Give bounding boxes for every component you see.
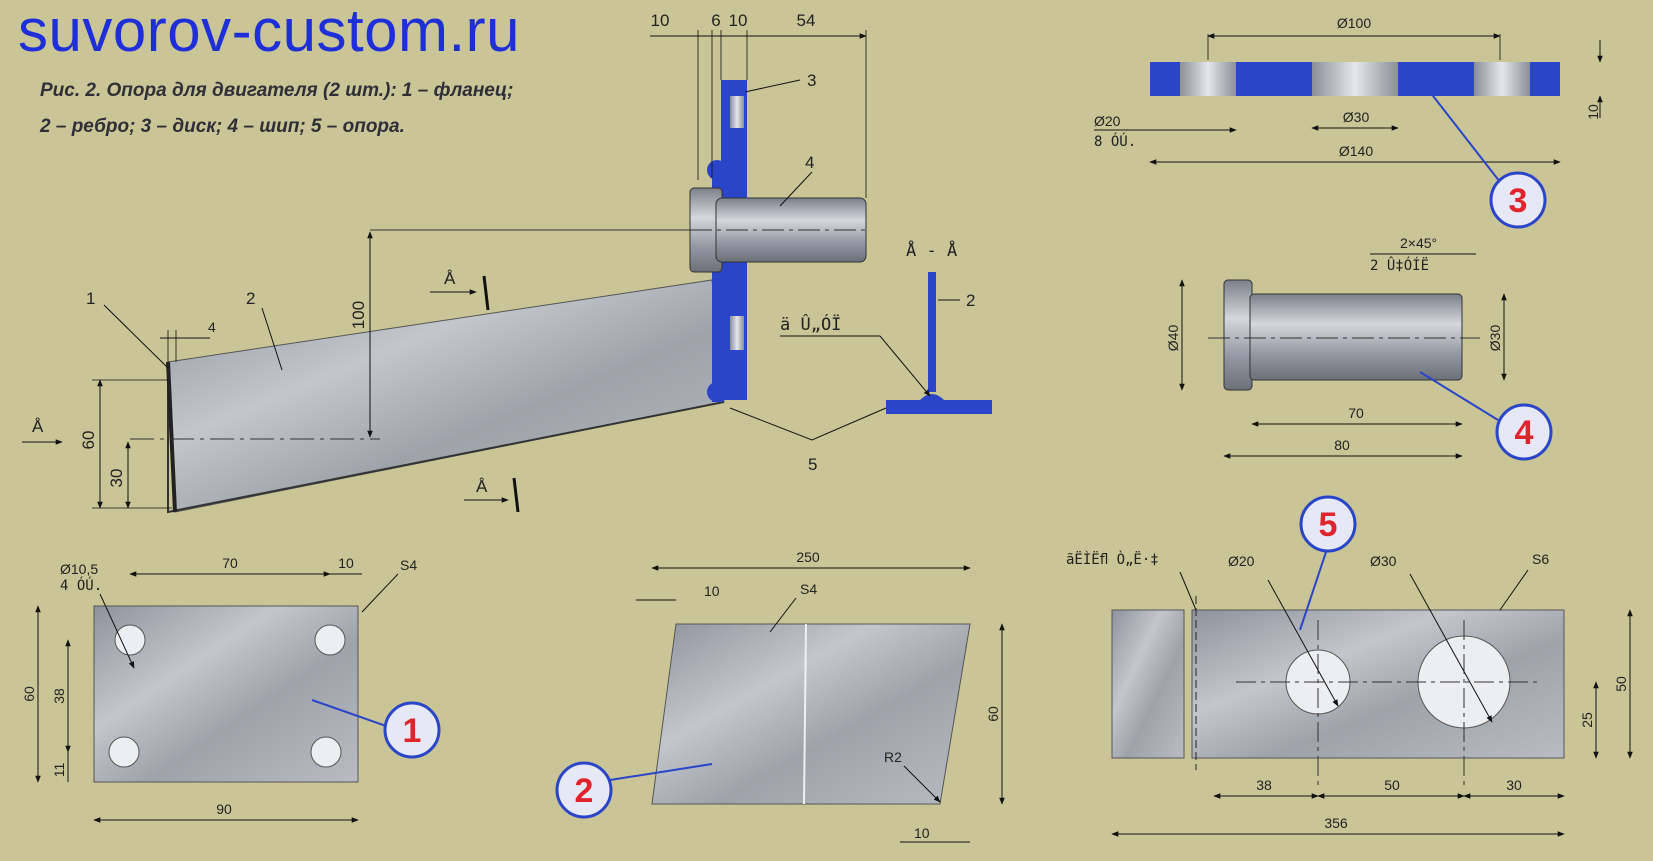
part3-disk: Ø100 Ø30 Ø140 Ø20 8 ÓÚ. 10: [1094, 15, 1603, 183]
section-mark-bottom: Å: [476, 477, 488, 496]
section-mark-top: Å: [444, 269, 456, 288]
label-4: 4: [805, 153, 814, 172]
dim-top-10b: 10: [729, 11, 748, 30]
badge-4-number: 4: [1515, 414, 1534, 452]
part1-flange: 70 10 S4 Ø10,5 4 ÓÚ. 60 38 11 90: [21, 555, 417, 823]
disk-holes: 8 ÓÚ.: [1094, 132, 1136, 150]
support-d20: Ø20: [1228, 553, 1255, 569]
support-dim50: 50: [1613, 676, 1629, 692]
rib-dim10b: 10: [914, 825, 930, 841]
disk-d140: Ø140: [1339, 143, 1373, 159]
section-rib: [928, 272, 936, 392]
rib-dim60: 60: [985, 706, 1001, 722]
dim-top-54: 54: [797, 11, 816, 30]
pin-chamfer-note: 2 Û‡ÓÍË: [1370, 256, 1429, 274]
dim-100: 100: [349, 301, 368, 329]
rib-r2: R2: [884, 749, 902, 765]
badge-5-number: 5: [1319, 506, 1338, 544]
part2-rib: 250 10 S4 60 R2 10: [609, 549, 1005, 843]
support-dim50b: 50: [1384, 777, 1400, 793]
badge-4: 4: [1495, 403, 1553, 461]
flange-dim70: 70: [222, 555, 238, 571]
assembly-view: 100 10 6 10 54 3 4 1 2 4: [22, 11, 992, 514]
section-title: Å - Å: [906, 239, 957, 261]
part-badges: 3 4 1 2 5: [383, 171, 1553, 819]
support-s6: S6: [1532, 551, 1549, 567]
support-dim38: 38: [1256, 777, 1272, 793]
part5-support: Ø20 Ø30 S6 ãËÌËﬂ Ò„Ë·‡ 50 25 38 50 30 35…: [1066, 550, 1633, 837]
pin-d40: Ø40: [1165, 325, 1181, 352]
disk-d30: Ø30: [1343, 109, 1370, 125]
disk-d100: Ø100: [1337, 15, 1371, 31]
rib-plate: [167, 279, 725, 513]
rib-dim250: 250: [796, 549, 820, 565]
flange-dim38: 38: [51, 688, 67, 704]
pin-len80: 80: [1334, 437, 1350, 453]
label-1: 1: [86, 289, 95, 308]
flange-dim10: 10: [338, 555, 354, 571]
disk-thickness: 10: [1585, 104, 1601, 120]
badge-5: 5: [1299, 495, 1357, 553]
support-dim356: 356: [1324, 815, 1348, 831]
flange-holes: 4 ÓÚ.: [60, 576, 102, 594]
pin-d30: Ø30: [1487, 325, 1503, 352]
pin-len70: 70: [1348, 405, 1364, 421]
support-d30: Ø30: [1370, 553, 1397, 569]
support-dim30: 30: [1506, 777, 1522, 793]
dim-60: 60: [79, 431, 98, 450]
support-dim25: 25: [1579, 712, 1595, 728]
flange-dim11: 11: [51, 763, 67, 778]
flange-hole-d: Ø10,5: [60, 561, 98, 577]
dim-top-10: 10: [651, 11, 670, 30]
label-3: 3: [807, 71, 816, 90]
label-5: 5: [808, 455, 817, 474]
dim-30: 30: [107, 469, 126, 488]
disk-d20: Ø20: [1094, 113, 1121, 129]
badge-2-number: 2: [575, 772, 594, 810]
rib-s4: S4: [800, 581, 817, 597]
support-bend-note: ãËÌËﬂ Ò„Ë·‡: [1066, 550, 1159, 568]
flange-s4: S4: [400, 557, 417, 573]
figure-caption-line1: Рис. 2. Опора для двигателя (2 шт.): 1 –…: [40, 80, 514, 101]
dim-top-6: 6: [711, 11, 720, 30]
label-2: 2: [246, 289, 255, 308]
site-title: suvorov-custom.ru: [18, 0, 520, 64]
pin-chamfer: 2×45°: [1400, 235, 1437, 251]
section-label-2: 2: [966, 291, 975, 310]
dim-4: 4: [208, 319, 216, 335]
weld-note: ä Û„ÓÏ: [780, 313, 841, 335]
badge-1-number: 1: [403, 712, 422, 750]
flange-dim90: 90: [216, 801, 232, 817]
badge-2: 2: [555, 761, 613, 819]
badge-3: 3: [1489, 171, 1547, 229]
figure-caption-line2: 2 – ребро; 3 – диск; 4 – шип; 5 – опора.: [40, 116, 405, 137]
flange-dim60: 60: [21, 686, 37, 702]
view-mark-left: Å: [32, 417, 44, 436]
badge-3-number: 3: [1509, 182, 1528, 220]
badge-1: 1: [383, 701, 441, 759]
part4-pin: Ø40 Ø30 70 80 2×45° 2 Û‡ÓÍË: [1165, 235, 1507, 459]
rib-dim10: 10: [704, 583, 720, 599]
section-base: [886, 400, 992, 414]
